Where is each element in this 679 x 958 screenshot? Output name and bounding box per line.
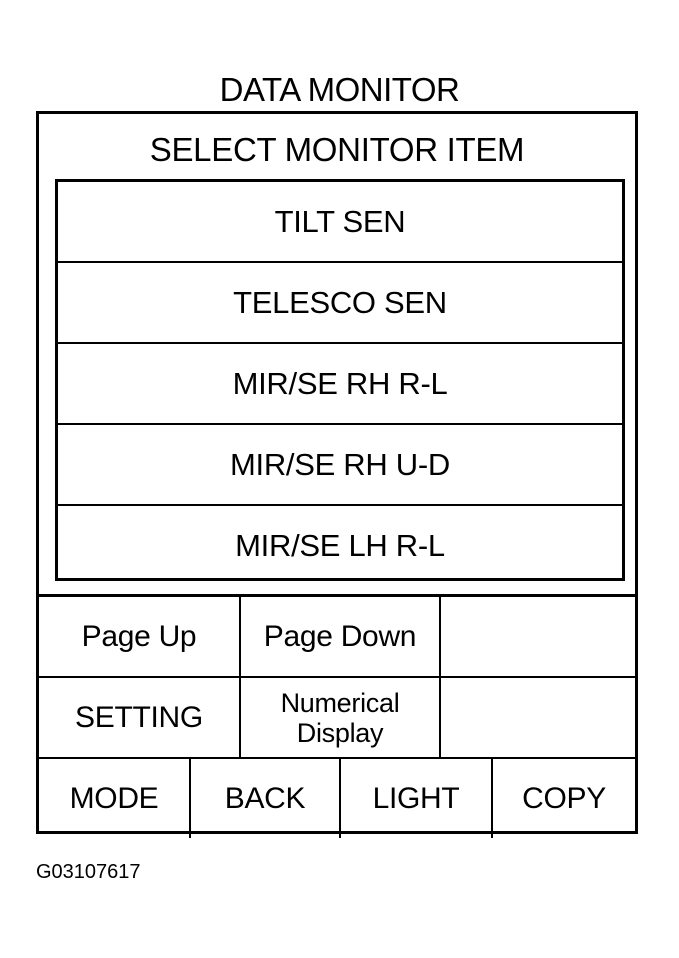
light-button[interactable]: LIGHT: [372, 781, 460, 815]
divider: [491, 759, 493, 838]
page-up-button[interactable]: Page Up: [81, 619, 197, 653]
divider: [439, 597, 441, 676]
back-button[interactable]: BACK: [224, 781, 306, 815]
setting-button[interactable]: SETTING: [75, 700, 203, 734]
screen-title: DATA MONITOR: [219, 71, 460, 108]
divider: [439, 678, 441, 757]
monitor-item-list: TILT SEN TELESCO SEN MIR/SE RH R-L MIR/S…: [55, 179, 625, 581]
button-row-2: SETTING Numerical Display: [39, 678, 635, 759]
copy-button[interactable]: COPY: [522, 781, 606, 815]
list-item-telesco-sen[interactable]: TELESCO SEN: [58, 263, 622, 344]
divider: [239, 678, 241, 757]
divider: [189, 759, 191, 838]
list-item-tilt-sen[interactable]: TILT SEN: [58, 182, 622, 263]
numerical-display-line-1: Numerical: [280, 687, 400, 718]
mode-button[interactable]: MODE: [69, 781, 159, 815]
page-down-button[interactable]: Page Down: [263, 619, 417, 653]
button-grid: Page Up Page Down SETTING Numerical Disp…: [39, 594, 635, 838]
monitor-panel: SELECT MONITOR ITEM TILT SEN TELESCO SEN…: [36, 111, 638, 838]
divider: [339, 759, 341, 838]
empty-button-slot: [441, 678, 635, 757]
empty-button-slot: [441, 597, 635, 676]
list-item-mir-se-rh-u-d[interactable]: MIR/SE RH U-D: [58, 425, 622, 506]
numerical-display-line-2: Display: [296, 717, 384, 748]
numerical-display-button[interactable]: Numerical Display: [241, 678, 439, 757]
list-item-mir-se-rh-r-l[interactable]: MIR/SE RH R-L: [58, 344, 622, 425]
list-item-mir-se-lh-r-l[interactable]: MIR/SE LH R-L: [235, 527, 445, 563]
button-row-3: MODE BACK LIGHT COPY: [39, 759, 635, 838]
figure-id: G03107617: [36, 861, 141, 883]
select-monitor-item-header: SELECT MONITOR ITEM: [149, 131, 525, 168]
button-row-1: Page Up Page Down: [39, 597, 635, 678]
divider: [239, 597, 241, 676]
